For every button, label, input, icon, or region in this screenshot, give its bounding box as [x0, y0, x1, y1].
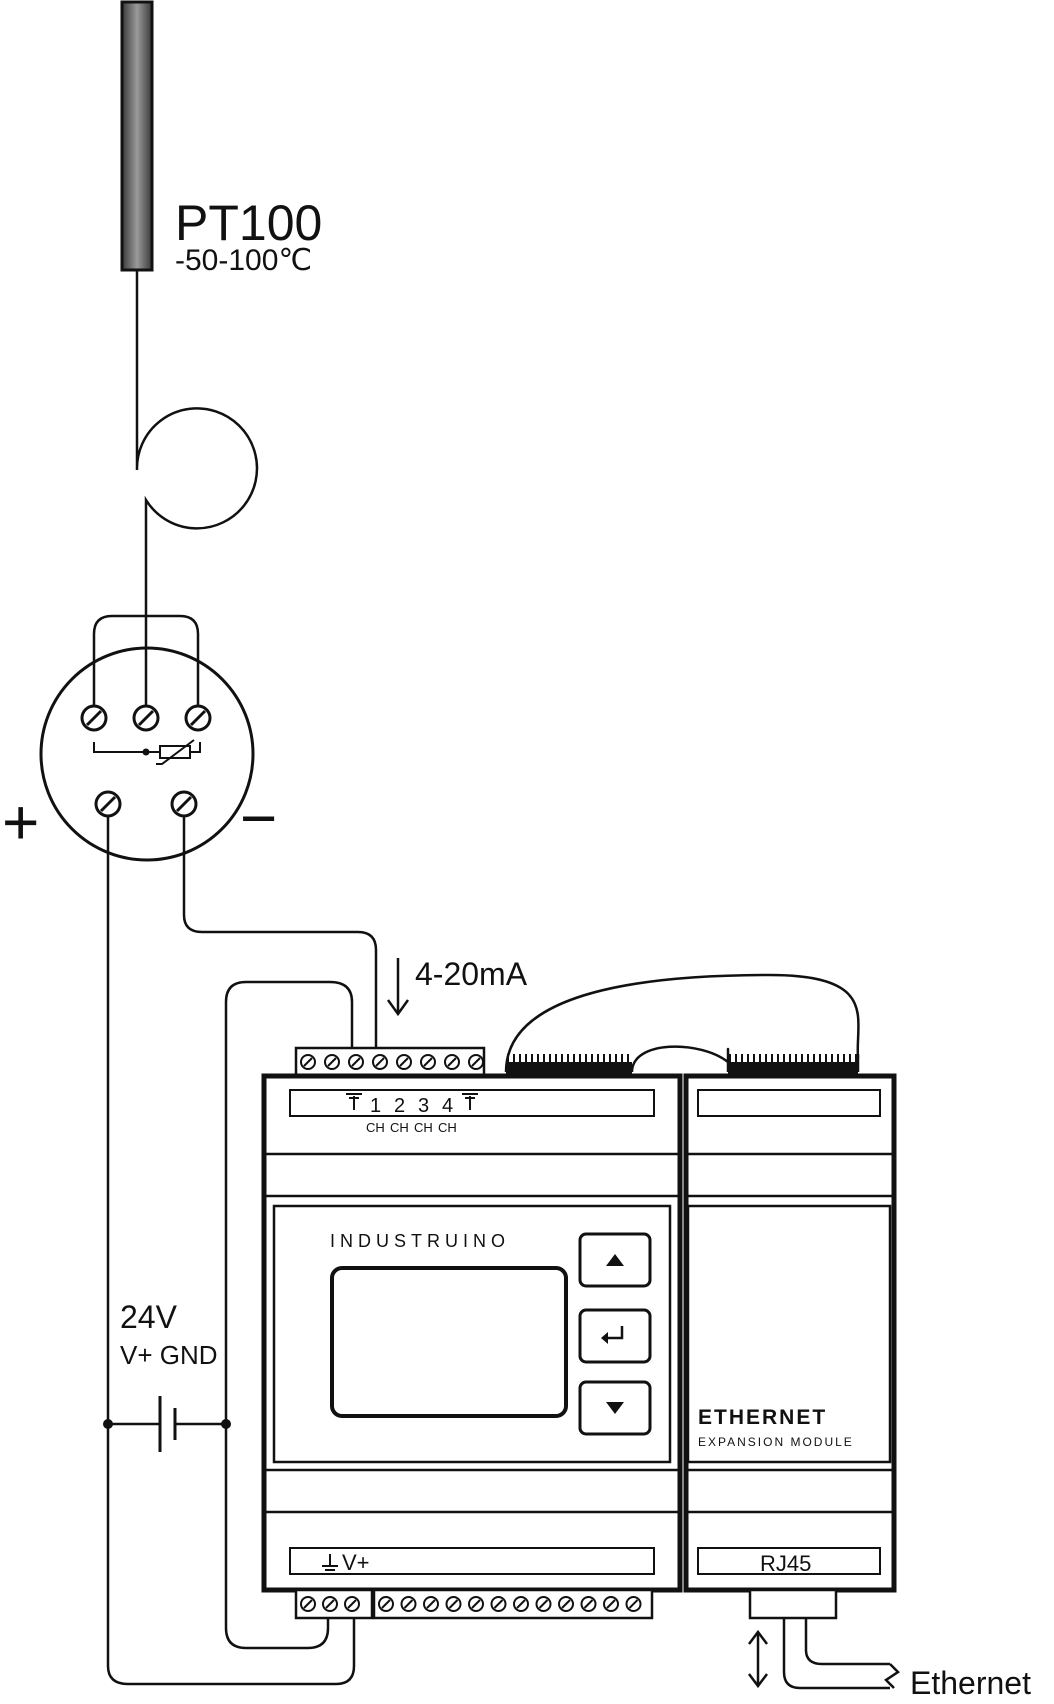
top-terminal-screw-3 — [348, 1054, 364, 1070]
main-module — [261, 1046, 683, 1620]
pt100-probe — [120, 0, 154, 272]
bidirectional-arrow-icon — [748, 1629, 768, 1689]
ground-icon — [322, 1554, 338, 1571]
down-arrow-icon — [606, 1402, 624, 1414]
top-terminal-screw-1 — [300, 1054, 316, 1070]
channel-number-1: 1 — [370, 1095, 381, 1117]
io-terminal-screw-2 — [400, 1596, 417, 1612]
io-terminal-screw-4 — [445, 1596, 462, 1612]
channel-label-4: CH — [438, 1120, 457, 1135]
channel-number-3: 3 — [418, 1095, 429, 1117]
channel-label-3: CH — [414, 1120, 433, 1135]
top-terminal-screw-8 — [468, 1054, 484, 1070]
enter-icon — [608, 1326, 624, 1340]
io-terminal-screw-6 — [490, 1596, 507, 1612]
io-terminal-screw-5 — [468, 1596, 484, 1612]
io-terminal-screw-10 — [580, 1596, 597, 1612]
plus-symbol: + — [2, 786, 39, 858]
down-button[interactable] — [578, 1380, 652, 1436]
rj45-port[interactable] — [748, 1588, 838, 1620]
battery-icon — [158, 1396, 177, 1452]
io-terminal-screw-1 — [378, 1596, 394, 1612]
channel-number-2: 2 — [394, 1095, 405, 1117]
transmitter-terminal-1 — [80, 704, 108, 732]
channel-label-2: CH — [390, 1120, 409, 1135]
channel-labels: 1 2 3 4 CH CH CH CH — [346, 1093, 478, 1135]
junction-dot — [103, 1419, 113, 1429]
rj45-label-strip — [697, 1547, 881, 1575]
io-terminal-screw-8 — [535, 1596, 552, 1612]
top-terminal-screw-5 — [396, 1054, 412, 1070]
network-label: Ethernet — [910, 1665, 1031, 1701]
top-terminal-screw-4 — [372, 1054, 388, 1070]
io-terminal-screw-11 — [603, 1596, 619, 1612]
ground-icon — [346, 1093, 362, 1110]
signal-label: 4-20mA — [415, 956, 528, 992]
top-terminal-screw-2 — [324, 1054, 340, 1070]
junction-dot — [221, 1419, 231, 1429]
ethernet-top-strip — [697, 1089, 881, 1117]
enter-button[interactable] — [578, 1308, 652, 1364]
ribbon-cable — [504, 973, 860, 1074]
junction-dot — [142, 748, 150, 756]
channel-label-1: CH — [366, 1120, 385, 1135]
transmitter-terminal-plus — [94, 790, 122, 818]
io-terminal-screw-12 — [625, 1596, 642, 1612]
power-terminal-screw-3 — [344, 1596, 360, 1612]
up-arrow-icon — [606, 1254, 624, 1266]
rtd-resistor-icon — [159, 745, 191, 759]
rj45-label: RJ45 — [760, 1551, 811, 1576]
io-terminal-screw-3 — [423, 1596, 439, 1612]
power-terminal-screw-1 — [300, 1596, 316, 1612]
power-terminals: V+ GND — [120, 1340, 218, 1370]
ethernet-cable — [782, 1618, 900, 1690]
bottom-label-strip — [289, 1547, 655, 1575]
transmitter-terminal-2 — [132, 704, 160, 732]
lcd-display — [330, 1266, 568, 1418]
ground-icon — [462, 1093, 478, 1110]
transmitter-head — [39, 614, 255, 862]
top-terminal-screw-7 — [444, 1054, 460, 1070]
ethernet-subtitle: EXPANSION MODULE — [698, 1435, 854, 1449]
brand-label: INDUSTRUINO — [330, 1231, 510, 1251]
probe-cable — [135, 270, 259, 700]
signal-arrow-icon — [386, 958, 410, 1017]
power-terminal-screw-2 — [322, 1596, 338, 1612]
wiring — [103, 816, 378, 1686]
transmitter-terminal-minus — [170, 790, 198, 818]
ethernet-module — [683, 1073, 897, 1620]
sensor-range: -50-100℃ — [175, 244, 312, 277]
io-terminal-screw-7 — [513, 1596, 529, 1612]
power-label: V+ — [342, 1550, 370, 1575]
minus-symbol: − — [240, 782, 277, 854]
up-button[interactable] — [578, 1232, 652, 1288]
sensor-name: PT100 — [175, 195, 322, 251]
ethernet-front-panel — [686, 1204, 892, 1464]
top-terminal-screw-6 — [420, 1054, 436, 1070]
power-voltage: 24V — [120, 1299, 178, 1335]
transmitter-terminal-3 — [184, 704, 212, 732]
channel-number-4: 4 — [442, 1095, 453, 1117]
io-terminal-screw-9 — [558, 1596, 574, 1612]
ethernet-title: ETHERNET — [698, 1406, 827, 1429]
